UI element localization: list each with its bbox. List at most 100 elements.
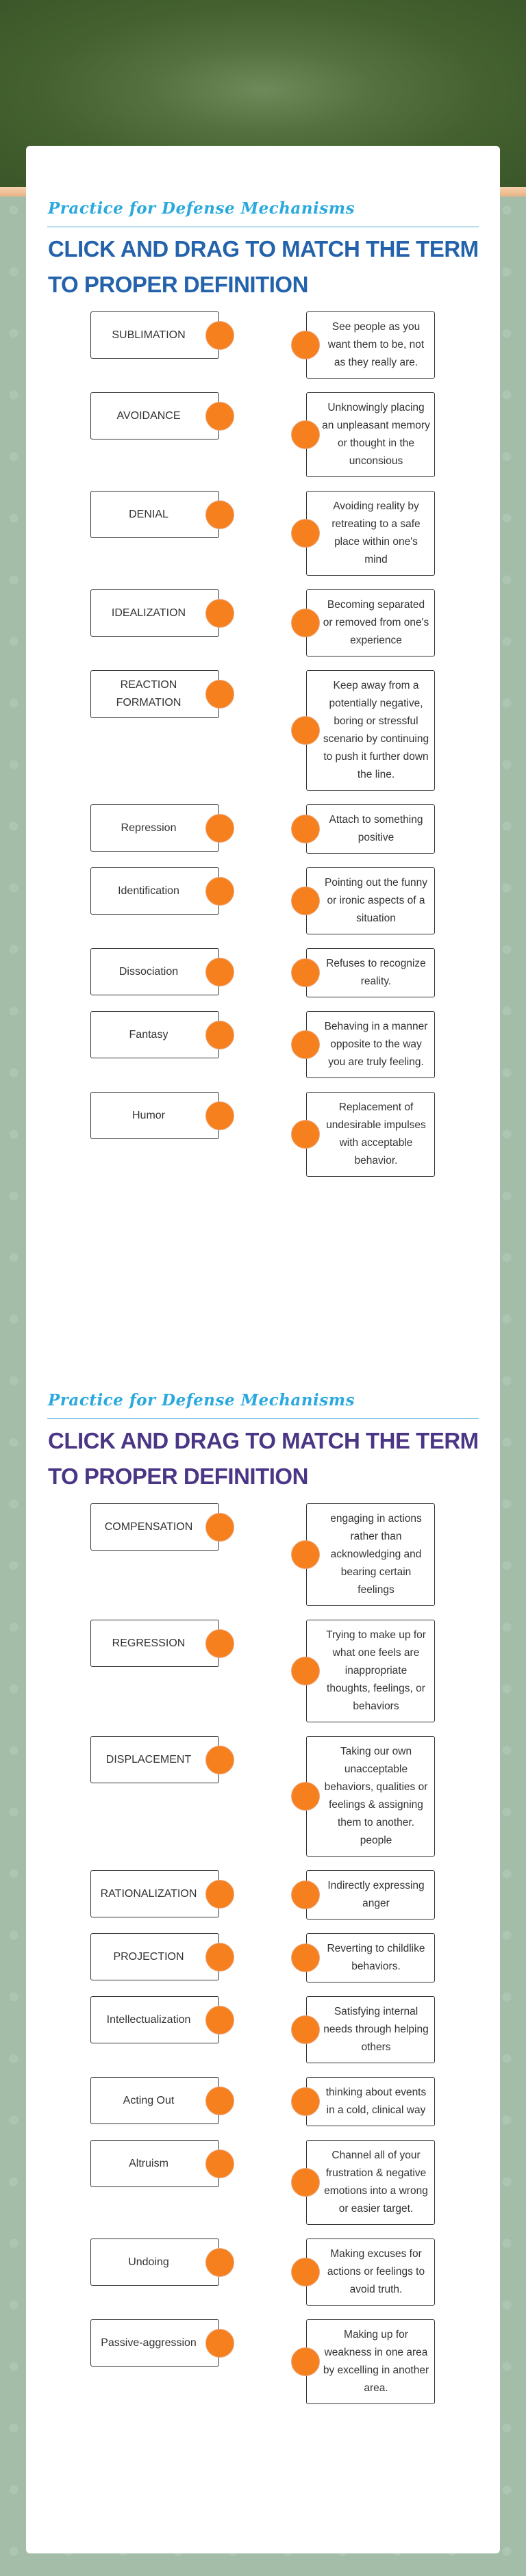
drop-target-dot[interactable] — [291, 815, 320, 843]
definition-card[interactable]: Reverting to childlike behaviors. — [291, 1933, 435, 1982]
drag-handle-dot[interactable] — [205, 500, 234, 529]
drop-target-dot[interactable] — [291, 1782, 320, 1811]
term-card[interactable]: DENIAL — [90, 491, 234, 538]
term-card[interactable]: RATIONALIZATION — [90, 1870, 234, 1917]
definition-card[interactable]: See people as you want them to be, not a… — [291, 311, 435, 379]
drag-handle-dot[interactable] — [205, 1879, 234, 1909]
definition-text: Replacement of undesirable impulses with… — [326, 1101, 426, 1166]
term-label: PROJECTION — [113, 1950, 184, 1963]
drop-target-dot[interactable] — [291, 1120, 320, 1149]
drag-handle-dot[interactable] — [205, 1020, 234, 1049]
term-card[interactable]: Dissociation — [90, 948, 234, 995]
definition-card[interactable]: Keep away from a potentially negative, b… — [291, 670, 435, 791]
definition-text: Becoming separated or removed from one's… — [323, 599, 429, 646]
drop-target-dot[interactable] — [291, 2087, 320, 2116]
match-row: Intellectualization Satisfying internal … — [26, 1996, 500, 2063]
term-card[interactable]: PROJECTION — [90, 1933, 234, 1980]
drag-handle-dot[interactable] — [205, 2086, 234, 2115]
drag-handle-dot[interactable] — [205, 2005, 234, 2035]
drop-target-dot[interactable] — [291, 1657, 320, 1685]
drag-handle-dot[interactable] — [205, 1745, 234, 1774]
match-row: RATIONALIZATION Indirectly expressing an… — [26, 1870, 500, 1920]
drop-target-dot[interactable] — [291, 331, 320, 359]
term-card[interactable]: IDEALIZATION — [90, 589, 234, 637]
definition-card[interactable]: Making excuses for actions or feelings t… — [291, 2239, 435, 2306]
drag-handle-dot[interactable] — [205, 876, 234, 906]
term-card[interactable]: Altruism — [90, 2140, 234, 2187]
drag-handle-dot[interactable] — [205, 401, 234, 431]
drag-handle-dot[interactable] — [205, 2149, 234, 2178]
drag-handle-dot[interactable] — [205, 598, 234, 628]
drop-target-dot[interactable] — [291, 519, 320, 548]
drag-handle-dot[interactable] — [205, 957, 234, 986]
definition-card[interactable]: Refuses to recognize reality. — [291, 948, 435, 997]
definition-text: Reverting to childlike behaviors. — [327, 1943, 425, 1972]
drop-target-dot[interactable] — [291, 958, 320, 987]
match-row: IDEALIZATION Becoming separated or remov… — [26, 589, 500, 656]
drop-target-dot[interactable] — [291, 2258, 320, 2286]
term-card[interactable]: Undoing — [90, 2239, 234, 2286]
definition-card[interactable]: thinking about events in a cold, clinica… — [291, 2077, 435, 2126]
term-card[interactable]: REGRESSION — [90, 1620, 234, 1667]
drag-handle-dot[interactable] — [205, 680, 234, 709]
drop-target-dot[interactable] — [291, 1880, 320, 1909]
drop-target-dot[interactable] — [291, 1030, 320, 1059]
definition-card[interactable]: Taking our own unacceptable behaviors, q… — [291, 1736, 435, 1857]
match-row: Acting Out thinking about events in a co… — [26, 2077, 500, 2126]
match-row: REACTION FORMATION Keep away from a pote… — [26, 670, 500, 791]
drop-target-dot[interactable] — [291, 887, 320, 915]
drop-target-dot[interactable] — [291, 1943, 320, 1972]
term-card[interactable]: REACTION FORMATION — [90, 670, 234, 718]
drag-handle-dot[interactable] — [205, 1101, 234, 1130]
drop-target-dot[interactable] — [291, 716, 320, 745]
drop-target-dot[interactable] — [291, 1540, 320, 1569]
term-card[interactable]: Fantasy — [90, 1011, 234, 1058]
definition-card[interactable]: Satisfying internal needs through helpin… — [291, 1996, 435, 2063]
definition-card[interactable]: engaging in actions rather than acknowle… — [291, 1503, 435, 1606]
definition-text: Avoiding reality by retreating to a safe… — [331, 500, 421, 565]
drag-handle-dot[interactable] — [205, 813, 234, 843]
drag-handle-dot[interactable] — [205, 2328, 234, 2358]
term-card[interactable]: COMPENSATION — [90, 1503, 234, 1551]
term-card[interactable]: Humor — [90, 1092, 234, 1139]
match-row: DENIAL Avoiding reality by retreating to… — [26, 491, 500, 576]
section-heading: CLICK AND DRAG TO MATCH THE TERM TO PROP… — [48, 236, 479, 297]
match-row: Altruism Channel all of your frustration… — [26, 2140, 500, 2225]
drop-target-dot[interactable] — [291, 420, 320, 449]
term-card[interactable]: SUBLIMATION — [90, 311, 234, 359]
definition-card[interactable]: Making up for weakness in one area by ex… — [291, 2319, 435, 2404]
term-card[interactable]: Passive-aggression — [90, 2319, 234, 2367]
match-row: Passive-aggression Making up for weaknes… — [26, 2319, 500, 2404]
definition-card[interactable]: Channel all of your frustration & negati… — [291, 2140, 435, 2225]
term-card[interactable]: Repression — [90, 804, 234, 852]
term-card[interactable]: AVOIDANCE — [90, 392, 234, 439]
drag-handle-dot[interactable] — [205, 2247, 234, 2277]
drag-handle-dot[interactable] — [205, 1512, 234, 1542]
term-card[interactable]: Intellectualization — [90, 1996, 234, 2043]
term-label: AVOIDANCE — [116, 409, 181, 422]
definition-text: Making excuses for actions or feelings t… — [327, 2248, 425, 2295]
definition-card[interactable]: Avoiding reality by retreating to a safe… — [291, 491, 435, 576]
definition-card[interactable]: Unknowingly placing an unpleasant memory… — [291, 392, 435, 477]
drop-target-dot[interactable] — [291, 2168, 320, 2197]
drag-handle-dot[interactable] — [205, 1629, 234, 1658]
definition-card[interactable]: Behaving in a manner opposite to the way… — [291, 1011, 435, 1078]
term-label: Intellectualization — [106, 2013, 191, 2026]
drop-target-dot[interactable] — [291, 2015, 320, 2044]
definition-card[interactable]: Replacement of undesirable impulses with… — [291, 1092, 435, 1177]
definition-card[interactable]: Trying to make up for what one feels are… — [291, 1620, 435, 1722]
drop-target-dot[interactable] — [291, 609, 320, 637]
term-card[interactable]: Identification — [90, 867, 234, 915]
definition-card[interactable]: Becoming separated or removed from one's… — [291, 589, 435, 656]
term-card[interactable]: Acting Out — [90, 2077, 234, 2124]
drop-target-dot[interactable] — [291, 2347, 320, 2376]
drag-handle-dot[interactable] — [205, 320, 234, 350]
drag-handle-dot[interactable] — [205, 1942, 234, 1972]
definition-card[interactable]: Attach to something positive — [291, 804, 435, 854]
term-card[interactable]: DISPLACEMENT — [90, 1736, 234, 1783]
term-label: REGRESSION — [112, 1637, 186, 1649]
definition-card[interactable]: Indirectly expressing anger — [291, 1870, 435, 1920]
definition-text: Channel all of your frustration & negati… — [324, 2150, 428, 2215]
definition-card[interactable]: Pointing out the funny or ironic aspects… — [291, 867, 435, 934]
term-label: Passive-aggression — [101, 2336, 197, 2349]
